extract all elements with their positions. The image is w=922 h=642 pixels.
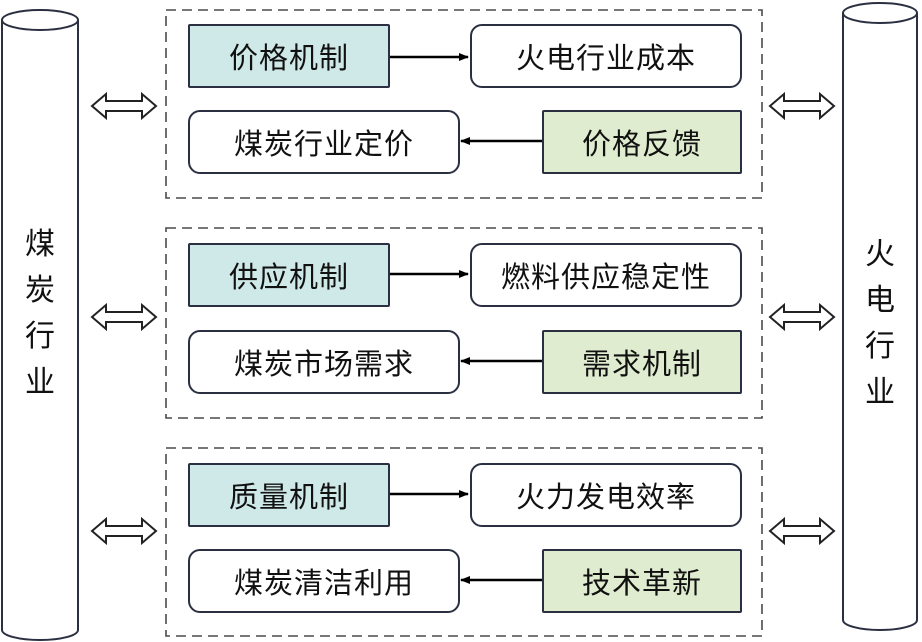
- left-bidirectional-arrow-2: [90, 302, 158, 332]
- supply-mechanism-box: 供应机制: [188, 243, 390, 307]
- group-frame-price: [165, 9, 763, 199]
- price-feedback-box: 价格反馈: [542, 110, 742, 174]
- tech-innovation-box: 技术革新: [542, 549, 742, 613]
- thermal-power-industry-cylinder: [842, 2, 918, 631]
- demand-mechanism-box: 需求机制: [542, 330, 742, 394]
- thermal-power-efficiency-box: 火力发电效率: [470, 463, 742, 527]
- thermal-power-cost-box: 火电行业成本: [470, 24, 742, 88]
- left-bidirectional-arrow-1: [90, 91, 158, 121]
- right-bidirectional-arrow-2: [768, 302, 836, 332]
- left-bidirectional-arrow-3: [90, 516, 158, 546]
- coal-industry-cylinder: [1, 9, 79, 641]
- price-mechanism-box: 价格机制: [188, 24, 390, 88]
- group-frame-supply: [165, 227, 763, 419]
- coal-pricing-box: 煤炭行业定价: [188, 110, 460, 174]
- coal-clean-utilization-box: 煤炭清洁利用: [188, 549, 460, 613]
- right-bidirectional-arrow-3: [768, 516, 836, 546]
- thermal-power-industry-label: 火电行业: [865, 237, 895, 410]
- quality-mechanism-box: 质量机制: [188, 463, 390, 527]
- coal-market-demand-box: 煤炭市场需求: [188, 330, 460, 394]
- coal-industry-label: 煤炭行业: [25, 227, 55, 400]
- group-frame-quality: [165, 447, 763, 637]
- right-bidirectional-arrow-1: [768, 91, 836, 121]
- fuel-supply-stability-box: 燃料供应稳定性: [470, 243, 742, 307]
